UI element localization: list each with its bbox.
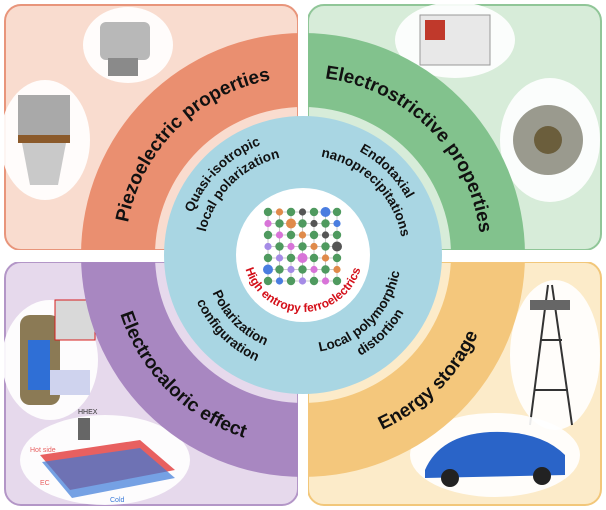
seat-cooling-image — [2, 299, 98, 420]
lattice-atom — [275, 231, 284, 239]
lattice-atom — [298, 277, 307, 285]
lattice-atom — [310, 265, 318, 274]
electrostrictive-ring-segment — [303, 33, 525, 255]
lattice-atom — [321, 254, 330, 262]
lattice-atom — [309, 276, 319, 286]
lattice-atom — [310, 242, 318, 251]
lattice-atom — [275, 277, 284, 285]
accelerometer-image — [83, 7, 173, 83]
lattice-atom — [297, 253, 308, 263]
lattice-atom — [321, 219, 330, 228]
lattice-atom — [321, 265, 330, 274]
lattice-atom — [332, 230, 342, 240]
vacuum-chamber-image — [500, 78, 600, 202]
lattice-atom — [309, 230, 319, 240]
lattice-atom — [275, 254, 284, 262]
lattice-atom — [263, 207, 273, 217]
lattice-atom — [287, 242, 295, 251]
lattice-atom — [263, 230, 273, 240]
laboratory-machine-image — [395, 2, 515, 78]
lattice-atom — [309, 253, 319, 263]
lattice-atom — [286, 276, 296, 286]
lattice-atom — [333, 219, 341, 228]
lattice-atom — [309, 207, 319, 217]
lattice-atom — [310, 219, 318, 228]
lattice-atom — [332, 276, 342, 286]
energy-ring-segment — [303, 255, 525, 477]
lattice-atom — [320, 207, 331, 217]
lattice-atom — [275, 219, 284, 228]
lattice-atom — [264, 219, 272, 228]
hot-side-label: Hot side — [30, 447, 56, 454]
lattice-atom — [264, 242, 272, 251]
ec-device-image: HHEX Hot side EC Cold — [20, 409, 190, 505]
lattice-atom — [286, 253, 296, 263]
lattice-atom — [263, 276, 273, 286]
lattice-atom — [332, 207, 342, 217]
hhex-label: HHEX — [78, 409, 98, 416]
lattice-atom — [286, 230, 296, 240]
crystal-lattice-icon — [263, 207, 342, 286]
electrocaloric-ring-segment — [81, 255, 303, 477]
lattice-atom — [298, 219, 307, 228]
lattice-atom — [275, 208, 284, 216]
lattice-atom — [286, 207, 296, 217]
lattice-atom — [321, 242, 330, 251]
lattice-atom — [298, 265, 307, 274]
lattice-atom — [332, 253, 342, 263]
telecom-tower-image — [510, 280, 600, 430]
lattice-atom — [298, 208, 307, 216]
lattice-atom — [321, 277, 330, 285]
ec-label: EC — [40, 480, 50, 487]
lattice-atom — [332, 241, 342, 252]
lattice-atom — [275, 265, 284, 274]
electric-car-image — [410, 413, 580, 497]
lattice-atom — [287, 265, 295, 274]
lattice-atom — [286, 218, 296, 229]
lattice-atom — [263, 253, 273, 263]
piezo-ring-segment — [81, 33, 303, 255]
ultrasonic-transducer-image — [0, 80, 90, 200]
lattice-atom — [298, 242, 307, 251]
lattice-atom — [275, 242, 284, 251]
cold-label: Cold — [110, 497, 125, 504]
lattice-atom — [333, 265, 341, 274]
lattice-atom — [298, 231, 307, 239]
lattice-atom — [321, 231, 330, 239]
lattice-atom — [263, 264, 273, 275]
